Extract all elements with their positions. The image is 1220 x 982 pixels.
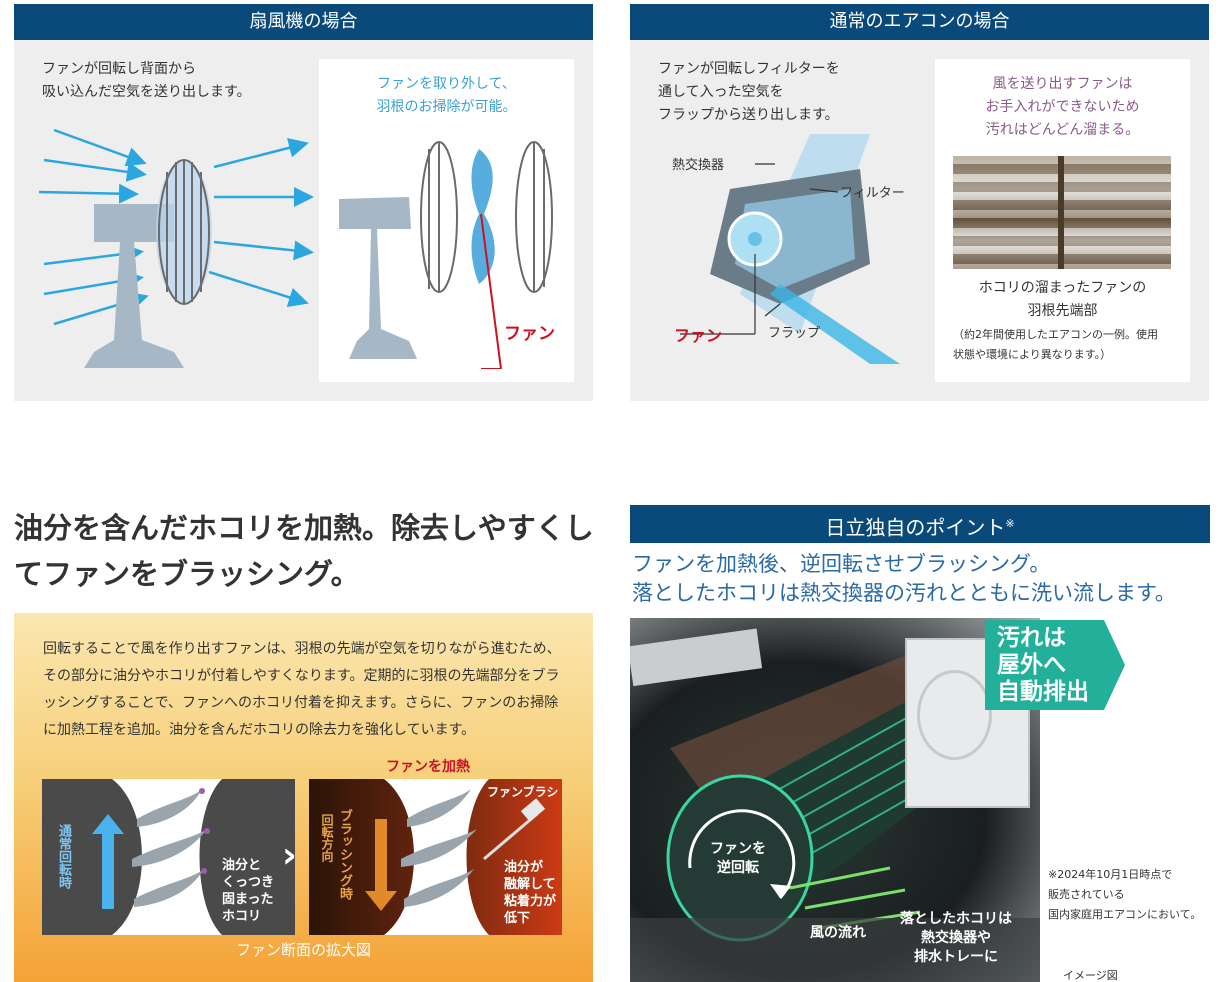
fan-panel: 扇風機の場合 ファンが回転し背面から 吸い込んだ空気を送り出します。 (14, 4, 593, 401)
reverse-rotation-label: ファンを 逆回転 (710, 841, 766, 876)
heat-exchanger-label: 熱交換器 (672, 158, 725, 173)
hitachi-header-text: 日立独自のポイント (825, 515, 1006, 540)
rotation-direction-label: 回転方向 (320, 814, 334, 862)
brushing-direction-label: ブラッシング時 (337, 809, 352, 900)
heating-body-text: 回転することで風を作り出すファンは、羽根の先端が空気を切りながら進むため、その部… (43, 641, 561, 738)
photo-caption: ホコリの溜まったファンの 羽根先端部 (978, 280, 1147, 319)
diagram-caption: ファン断面の拡大図 (235, 941, 371, 959)
fan-detail-card: ファンを取り外して、 羽根のお掃除が可能。 ファン (319, 59, 574, 382)
fan-disassembled-illustration (339, 141, 553, 369)
stuck-dust-note: 油分と くっつき 固まった ホコリ (222, 858, 275, 924)
ac-panel: 通常のエアコンの場合 ファンが回転しフィルターを 通して入った空気を フラップか… (630, 4, 1209, 401)
image-note: イメージ図 (1063, 969, 1118, 982)
oil-melt-note: 油分が 融解して 粘着力が 低下 (504, 860, 557, 926)
blade-section-normal (92, 779, 222, 935)
fan-label: ファン (504, 324, 555, 344)
badge-text: 汚れは 屋外へ 自動排出 (997, 625, 1089, 705)
ac-fan-label: ファン (674, 326, 723, 345)
hitachi-point-header: 日立独自のポイント※ (630, 505, 1210, 543)
heating-explanation-box: 回転することで風を作り出すファンは、羽根の先端が空気を切りながら進むため、その部… (14, 613, 593, 982)
blade-section-heated (365, 779, 546, 935)
fan-panel-header: 扇風機の場合 (14, 4, 593, 40)
ac-detail-card: 風を送り出すファンは お手入れができないため 汚れはどんどん溜まる。 ホコリの溜… (935, 59, 1190, 382)
heated-brushing-diagram: 回転方向 ブラッシング時 ファンブラシ 油分が 融解して 粘着力が 低下 (309, 779, 562, 935)
fan-airflow-illustration (38, 128, 314, 368)
fan-cleaning-note: ファンを取り外して、 羽根のお掃除が可能。 (376, 76, 517, 115)
fan-description: ファンが回転し背面から 吸い込んだ空気を送り出します。 (42, 61, 251, 100)
auto-discharge-badge: 汚れは 屋外へ 自動排出 (985, 620, 1125, 710)
hitachi-header-mark: ※ (1005, 517, 1015, 530)
arrow-chevron-icon: › (282, 835, 297, 876)
ac-maintenance-note: 風を送り出すファンは お手入れができないため 汚れはどんどん溜まる。 (985, 76, 1140, 138)
heat-fan-label: ファンを加熱 (386, 759, 470, 775)
photo-footnote: （約2年間使用したエアコンの一例。使用 状態や環境により異なります。） (953, 328, 1158, 361)
wind-flow-label: 風の流れ (810, 925, 866, 941)
filter-label: フィルター (840, 186, 905, 201)
ac-panel-header: 通常のエアコンの場合 (630, 4, 1209, 40)
ac-cross-section-illustration (680, 134, 900, 364)
normal-rotation-label: 通常回転時 (56, 824, 71, 889)
normal-rotation-diagram: 通常回転時 油分と くっつき 固まった ホコリ (42, 779, 295, 935)
fan-brush-label: ファンブラシ (487, 785, 559, 799)
dropped-dust-label: 落としたホコリは 熱交換器や 排水トレーに (900, 911, 1012, 965)
ac-description: ファンが回転しフィルターを 通して入った空気を フラップから送り出します。 (658, 61, 840, 123)
dusty-fan-photo (953, 156, 1171, 269)
section-headline: 油分を含んだホコリを加熱。除去しやすくしてファンをブラッシング。 (14, 511, 594, 591)
flap-label: フラップ (768, 326, 821, 341)
hitachi-footnote: ※2024年10月1日時点で 販売されている 国内家庭用エアコンにおいて。 (1048, 868, 1202, 921)
reverse-rotation-image: ファンを 逆回転 風の流れ 落としたホコリは 熱交換器や 排水トレーに (630, 618, 1040, 982)
hitachi-subtitle: ファンを加熱後、逆回転させブラッシング。 落としたホコリは熱交換器の汚れとともに… (632, 552, 1176, 605)
